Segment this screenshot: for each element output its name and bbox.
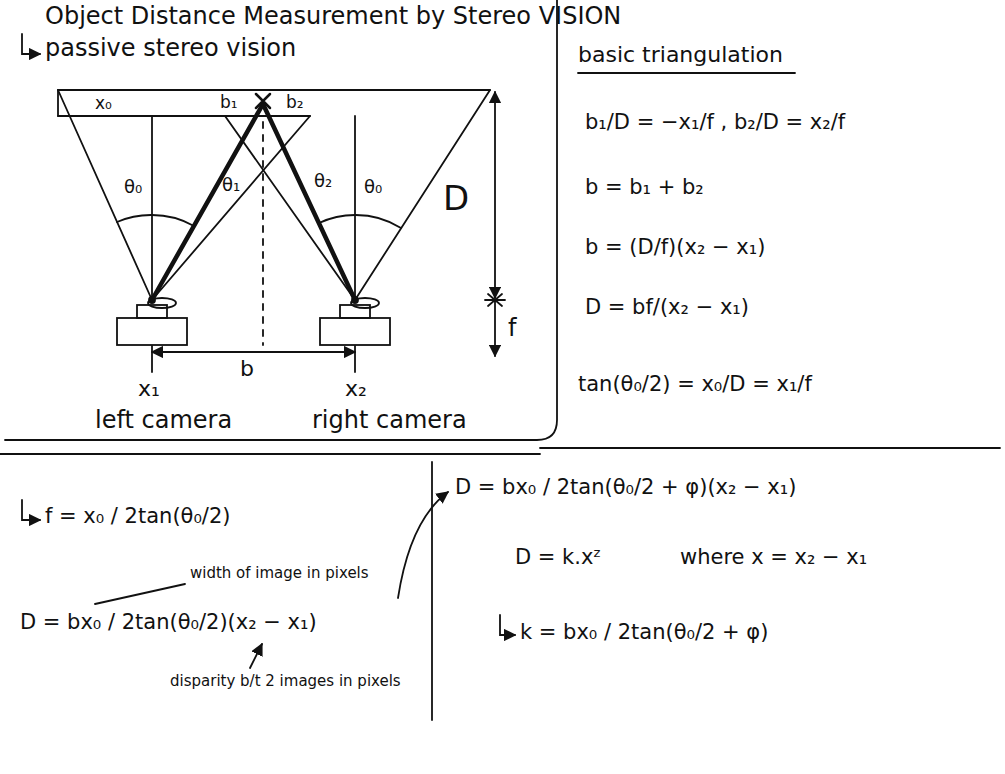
equation: tan(θ₀/2) = x₀/D = x₁/f bbox=[578, 372, 812, 397]
offset-label: b₁ bbox=[220, 92, 238, 112]
angle-arc bbox=[152, 215, 194, 226]
note: width of image in pixels bbox=[190, 564, 369, 582]
equation: b₁/D = −x₁/f , b₂/D = x₂/f bbox=[585, 110, 845, 135]
object-mark bbox=[256, 94, 270, 108]
equation: b = b₁ + b₂ bbox=[585, 175, 704, 200]
camera-symbol bbox=[117, 297, 187, 345]
hook-arrow bbox=[500, 615, 515, 635]
dimension-arrow bbox=[494, 92, 496, 298]
angle-arc bbox=[117, 215, 152, 222]
fov-line bbox=[225, 116, 355, 300]
curved-arrow bbox=[398, 492, 448, 598]
camera-symbol bbox=[320, 297, 390, 345]
position-label: x₂ bbox=[345, 376, 367, 402]
equation: b = (D/f)(x₂ − x₁) bbox=[585, 235, 765, 260]
angle-label: θ₀ bbox=[124, 176, 142, 198]
angle-label: θ₁ bbox=[222, 174, 240, 196]
dimension-arrow bbox=[494, 302, 496, 356]
note: disparity b/t 2 images in pixels bbox=[170, 672, 401, 690]
focal-label: f bbox=[508, 314, 516, 343]
offset-label: b₂ bbox=[286, 92, 304, 112]
angle-label: θ₀ bbox=[364, 176, 382, 198]
page-title: Object Distance Measurement by Stereo VI… bbox=[45, 2, 621, 31]
equation: where x = x₂ − x₁ bbox=[680, 545, 867, 570]
fov-line bbox=[152, 116, 310, 300]
fov-line bbox=[355, 90, 490, 300]
view-line bbox=[58, 89, 490, 91]
section-divider bbox=[431, 462, 433, 720]
ray-line bbox=[263, 104, 355, 300]
equation: D = bf/(x₂ − x₁) bbox=[585, 295, 749, 320]
equation: f = x₀ / 2tan(θ₀/2) bbox=[45, 504, 230, 529]
camera-label: left camera bbox=[95, 406, 232, 435]
leader-line bbox=[95, 584, 185, 604]
hook-arrow bbox=[22, 500, 40, 520]
optical-axis bbox=[151, 116, 153, 300]
leader-arrow bbox=[250, 644, 262, 668]
section-border bbox=[5, 0, 557, 440]
view-band bbox=[58, 115, 310, 117]
baseline-label: b bbox=[240, 356, 254, 382]
camera-label: right camera bbox=[312, 406, 467, 435]
equation: k = bx₀ / 2tan(θ₀/2 + φ) bbox=[520, 620, 768, 645]
section-border bbox=[540, 447, 1000, 449]
width-label: x₀ bbox=[95, 93, 112, 113]
section-heading: basic triangulation bbox=[578, 42, 783, 68]
optical-axis bbox=[354, 116, 356, 300]
distance-label: D bbox=[443, 178, 469, 219]
hook-arrow bbox=[22, 34, 40, 54]
view-band bbox=[57, 90, 59, 116]
baseline-arrow bbox=[152, 351, 355, 353]
angle-label: θ₂ bbox=[314, 170, 332, 192]
section-border bbox=[0, 453, 540, 455]
equation: D = k.xᶻ bbox=[515, 545, 601, 570]
angle-arc bbox=[319, 215, 355, 223]
angle-arc bbox=[355, 215, 401, 228]
equation: D = bx₀ / 2tan(θ₀/2)(x₂ − x₁) bbox=[20, 610, 317, 635]
subtitle: passive stereo vision bbox=[45, 34, 296, 63]
fov-line bbox=[58, 90, 152, 300]
underline bbox=[578, 72, 795, 74]
center-line bbox=[262, 122, 264, 345]
ray-line bbox=[152, 104, 263, 300]
position-label: x₁ bbox=[138, 376, 160, 402]
equation: D = bx₀ / 2tan(θ₀/2 + φ)(x₂ − x₁) bbox=[455, 475, 796, 500]
